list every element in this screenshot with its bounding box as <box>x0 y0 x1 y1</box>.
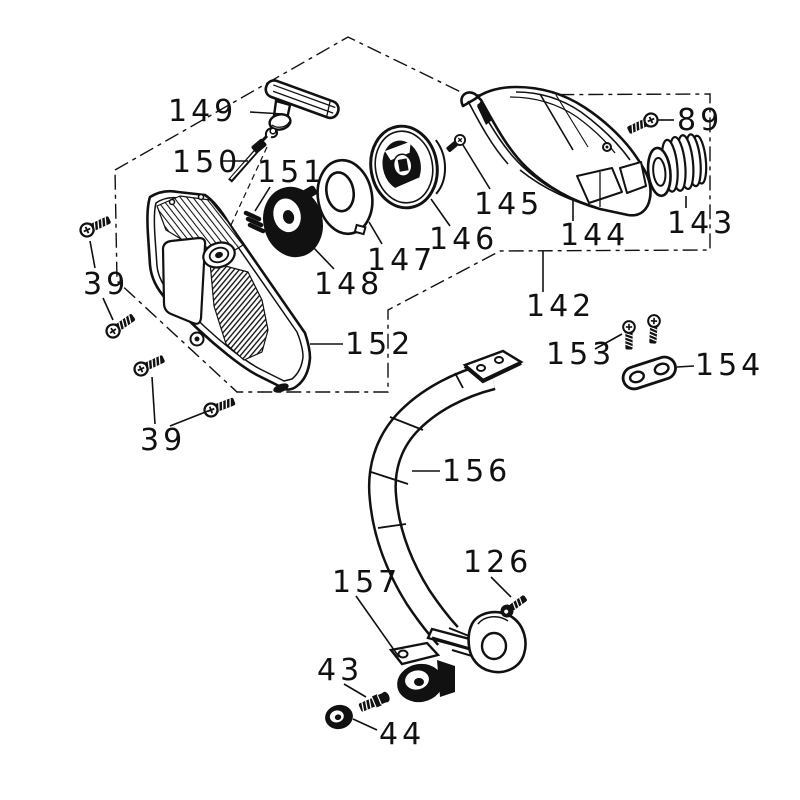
callout-151: 151 <box>257 155 326 190</box>
leader-126 <box>490 576 512 598</box>
callouts: 149 150 151 148 147 146 145 144 143 89 1… <box>83 94 764 752</box>
leader-146 <box>430 198 451 227</box>
callout-142: 142 <box>526 289 595 324</box>
callout-157: 157 <box>332 565 401 600</box>
callout-149: 149 <box>168 94 237 129</box>
callout-143: 143 <box>667 206 736 241</box>
leader-43 <box>343 683 367 698</box>
part-bracket-buffer <box>388 641 455 703</box>
callout-150: 150 <box>172 145 241 180</box>
part-screw-126 <box>500 595 527 618</box>
part-handle-tube <box>367 349 527 674</box>
leader-39a-up <box>89 240 96 269</box>
callout-145: 145 <box>474 187 543 222</box>
part-ribbed-bushing <box>646 133 708 198</box>
part-bolt-43 <box>358 691 390 712</box>
leader-145 <box>462 144 491 190</box>
leader-151 <box>254 186 271 212</box>
callout-39-upper: 39 <box>83 267 129 302</box>
callout-126: 126 <box>463 545 532 580</box>
leader-153 <box>594 333 623 350</box>
leader-39b-up <box>151 376 156 425</box>
cover-boss <box>202 241 236 269</box>
callout-148: 148 <box>314 267 383 302</box>
callout-146: 146 <box>429 222 498 257</box>
part-housing-cover <box>460 85 652 217</box>
callout-152: 152 <box>345 327 414 362</box>
leader-lines <box>89 111 695 731</box>
phantom-boundary <box>114 36 711 393</box>
leader-149 <box>249 111 284 115</box>
callout-156: 156 <box>442 454 511 489</box>
callout-89: 89 <box>677 103 723 138</box>
part-starter-grip <box>264 79 340 131</box>
callout-44: 44 <box>379 717 425 752</box>
leader-148 <box>311 245 335 270</box>
callout-154: 154 <box>695 348 764 383</box>
cover-foot <box>273 383 289 393</box>
part-screws-153 <box>622 313 662 351</box>
leader-147 <box>368 221 383 245</box>
part-starter-rope <box>228 127 279 183</box>
part-ratchet-pulley <box>369 124 447 210</box>
part-link-plate <box>621 355 677 391</box>
part-starter-cover <box>146 189 312 393</box>
leader-44 <box>352 718 378 731</box>
leader-39b-diag <box>169 410 209 427</box>
callout-43: 43 <box>317 653 363 688</box>
part-spring <box>243 210 266 234</box>
part-screw-145 <box>446 133 467 152</box>
cover-window <box>161 236 207 325</box>
part-rope-pulley <box>263 185 323 258</box>
part-screw-89 <box>624 110 661 138</box>
leader-39a-down <box>102 297 114 321</box>
callout-153: 153 <box>546 337 615 372</box>
callout-144: 144 <box>560 218 629 253</box>
callout-147: 147 <box>367 243 436 278</box>
cover-grille-lower <box>209 261 269 361</box>
part-washer-44 <box>325 704 353 730</box>
callout-39-lower: 39 <box>140 423 186 458</box>
leader-157 <box>355 595 400 658</box>
part-friction-washer <box>316 158 374 236</box>
leader-154 <box>676 365 695 368</box>
